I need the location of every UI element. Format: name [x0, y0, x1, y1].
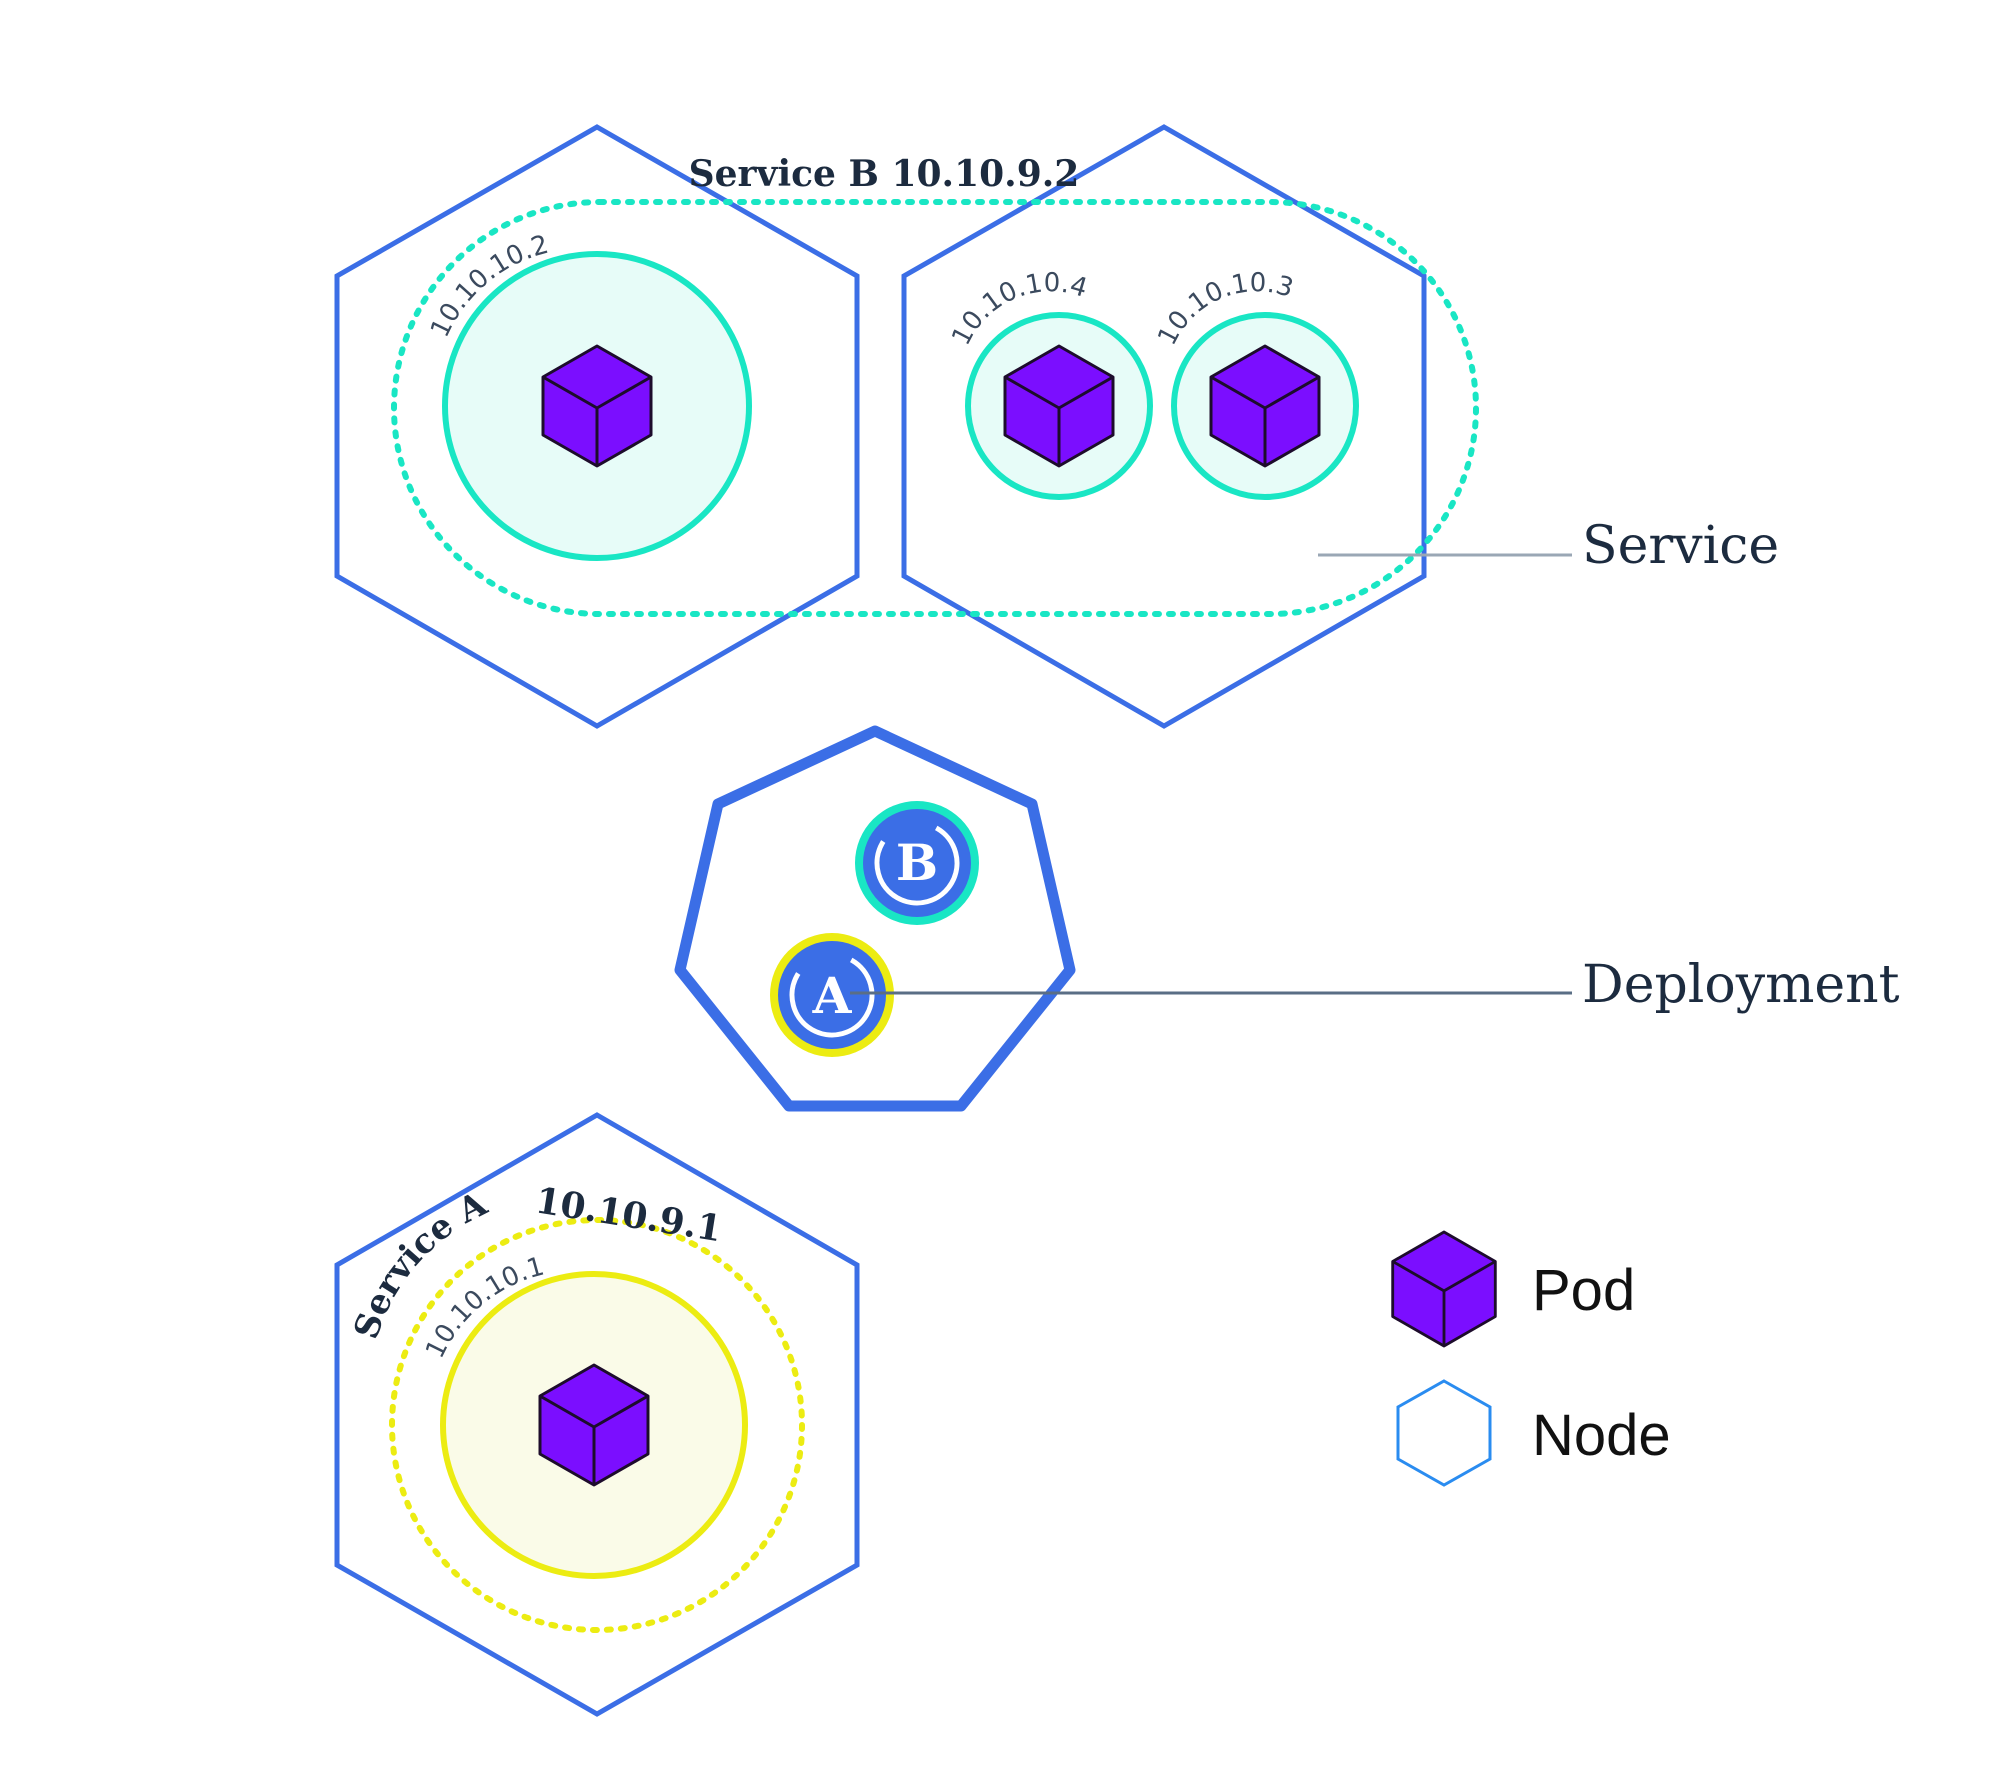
service-b-label: Service B 10.10.9.2 — [689, 153, 1080, 195]
node-hexagon-right — [901, 124, 1427, 729]
service-a-boundary — [389, 1217, 805, 1633]
deployment-callout-label: Deployment — [1582, 955, 1900, 1015]
deployment-badge-b: B — [855, 801, 979, 925]
legend-pod-label: Pod — [1532, 1258, 1635, 1323]
node-hexagon-left — [334, 124, 860, 729]
legend: Pod Node — [1391, 1230, 1671, 1487]
rolling-update-icon — [874, 820, 960, 906]
rolling-update-icon — [789, 952, 875, 1038]
badge-letter: A — [812, 966, 853, 1025]
badge-letter: B — [896, 833, 938, 892]
service-b-boundary — [391, 199, 1479, 617]
deployment-badge-a: A — [770, 933, 894, 1057]
node-hexagon-bottom — [334, 1112, 860, 1717]
service-a-ip-label: 10.10.9.1 — [533, 1179, 725, 1250]
legend-pod-icon — [1391, 1230, 1497, 1348]
service-callout-label: Service — [1582, 516, 1779, 576]
legend-node-icon — [1396, 1379, 1492, 1487]
deployment-heptagon — [674, 725, 1076, 1112]
legend-node-label: Node — [1532, 1403, 1671, 1468]
